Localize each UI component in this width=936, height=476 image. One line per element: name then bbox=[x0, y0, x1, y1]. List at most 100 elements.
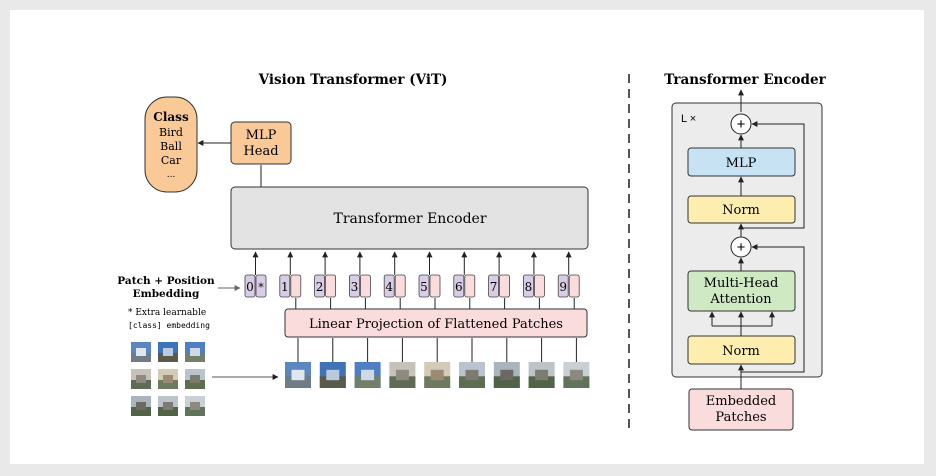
attention-label-line1: Multi-Head bbox=[704, 276, 779, 291]
position-embedding-8 bbox=[523, 274, 534, 298]
flattened-patch-7-ground bbox=[493, 376, 520, 388]
embedding-label-line1: Patch + Position bbox=[117, 275, 215, 287]
position-label-4: 4 bbox=[385, 280, 393, 294]
patch-embedding-7 bbox=[499, 274, 511, 298]
grid-patch-3-building bbox=[190, 348, 200, 356]
grid-patch-6-building bbox=[190, 375, 200, 383]
embedding-label-line2: Embedding bbox=[133, 288, 200, 300]
norm-bottom-box bbox=[687, 335, 796, 365]
flattened-patch-9-ground bbox=[563, 376, 590, 388]
residual-add-middle-symbol: + bbox=[737, 239, 746, 256]
flattened-patch-8-building bbox=[535, 369, 549, 381]
extra-note-line1: * Extra learnable bbox=[128, 308, 206, 318]
extra-note-line2: [class] embedding bbox=[128, 321, 210, 330]
patch-embedding-2 bbox=[325, 274, 337, 298]
grid-patch-2-ground bbox=[158, 353, 178, 362]
position-embedding-1 bbox=[279, 274, 291, 298]
grid-patch-6-ground bbox=[185, 380, 205, 389]
patch-embedding-3 bbox=[359, 274, 371, 298]
grid-patch-1-building bbox=[136, 348, 146, 356]
residual-path-bottom bbox=[741, 244, 805, 373]
flattened-patch-4-ground bbox=[389, 376, 416, 388]
grid-patch-9-ground bbox=[185, 407, 205, 416]
position-label-3: 3 bbox=[351, 280, 359, 294]
linear-projection-box bbox=[284, 308, 588, 338]
residual-path-top bbox=[741, 121, 805, 229]
position-label-7: 7 bbox=[490, 280, 498, 294]
patch-embedding-5 bbox=[429, 274, 441, 298]
flattened-patch-2-building bbox=[326, 369, 340, 381]
class-token-marker: * bbox=[258, 281, 264, 294]
position-label-2: 2 bbox=[316, 280, 324, 294]
flattened-patch-3-building bbox=[361, 369, 375, 381]
position-embedding-7 bbox=[488, 274, 500, 298]
class-item-ball: Ball bbox=[160, 140, 182, 153]
encoder-detail-title: Transformer Encoder bbox=[664, 72, 826, 88]
flattened-patch-5-ground bbox=[424, 376, 451, 388]
patch-embedding-1 bbox=[290, 274, 302, 298]
flattened-patches-row bbox=[285, 338, 590, 388]
embedded-patches-box bbox=[688, 388, 794, 431]
grid-patch-1-ground bbox=[131, 353, 151, 362]
flattened-patch-6-ground bbox=[459, 376, 485, 388]
grid-patch-3-ground bbox=[185, 353, 205, 362]
class-item-bird: Bird bbox=[159, 126, 183, 139]
linear-projection-label: Linear Projection of Flattened Patches bbox=[309, 317, 563, 332]
patch-embedding-9 bbox=[568, 274, 580, 298]
class-token-embedding bbox=[255, 274, 267, 298]
mlp-head-label-line2: Head bbox=[243, 144, 278, 159]
residual-add-top-icon bbox=[730, 113, 752, 135]
grid-patch-4-ground bbox=[131, 380, 151, 389]
position-embedding-6 bbox=[453, 274, 465, 298]
flattened-patch-4-building bbox=[395, 369, 409, 381]
grid-patch-9-building bbox=[190, 402, 200, 410]
patch-embedding-8 bbox=[534, 274, 545, 298]
position-label-9: 9 bbox=[559, 280, 567, 294]
transformer-encoder-label: Transformer Encoder bbox=[333, 211, 486, 227]
grid-patch-5-ground bbox=[158, 380, 178, 389]
transformer-encoder-box bbox=[230, 186, 589, 250]
flattened-patch-2-ground bbox=[319, 376, 346, 388]
class-heading: Class bbox=[153, 110, 189, 124]
grid-patch-8-building bbox=[163, 402, 173, 410]
grid-patch-7-ground bbox=[131, 407, 151, 416]
vit-title: Vision Transformer (ViT) bbox=[258, 72, 448, 88]
class-item-ellipsis: ... bbox=[167, 170, 176, 180]
position-embedding-4 bbox=[383, 274, 395, 298]
flattened-patch-7-building bbox=[500, 369, 514, 381]
flattened-patch-1-building bbox=[291, 369, 305, 381]
position-label-8: 8 bbox=[525, 280, 533, 294]
residual-add-top-symbol: + bbox=[737, 116, 746, 133]
position-embedding-5 bbox=[418, 274, 430, 298]
repeat-label: L × bbox=[681, 113, 696, 125]
patch-embedding-4 bbox=[394, 274, 406, 298]
flattened-patch-9-building bbox=[569, 369, 583, 381]
norm-top-label: Norm bbox=[722, 203, 760, 218]
grid-patch-5-building bbox=[163, 375, 173, 383]
attention-label-line2: Attention bbox=[709, 292, 772, 307]
position-label-0: 0 bbox=[246, 280, 254, 294]
flattened-patch-5-building bbox=[430, 369, 444, 381]
class-item-car: Car bbox=[161, 154, 182, 167]
mlp-head-label-line1: MLP bbox=[246, 128, 277, 143]
position-embedding-2 bbox=[314, 274, 326, 298]
position-embedding-9 bbox=[557, 274, 569, 298]
grid-patch-8-ground bbox=[158, 407, 178, 416]
norm-bottom-label: Norm bbox=[722, 344, 760, 359]
position-label-5: 5 bbox=[420, 280, 428, 294]
position-embedding-3 bbox=[348, 274, 360, 298]
position-embedding-0 bbox=[244, 274, 256, 298]
encoder-mlp-label: MLP bbox=[726, 156, 757, 171]
flattened-patch-8-ground bbox=[528, 376, 555, 388]
grid-patch-7-building bbox=[136, 402, 146, 410]
class-output-box bbox=[144, 96, 198, 193]
position-label-6: 6 bbox=[455, 280, 463, 294]
flattened-patch-6-building bbox=[465, 369, 479, 381]
grid-patch-4-building bbox=[136, 375, 146, 383]
input-image-grid bbox=[131, 342, 205, 416]
embedded-patches-line2: Patches bbox=[715, 410, 766, 425]
flattened-patch-1-ground bbox=[285, 376, 311, 388]
embedded-patches-line1: Embedded bbox=[706, 394, 777, 409]
